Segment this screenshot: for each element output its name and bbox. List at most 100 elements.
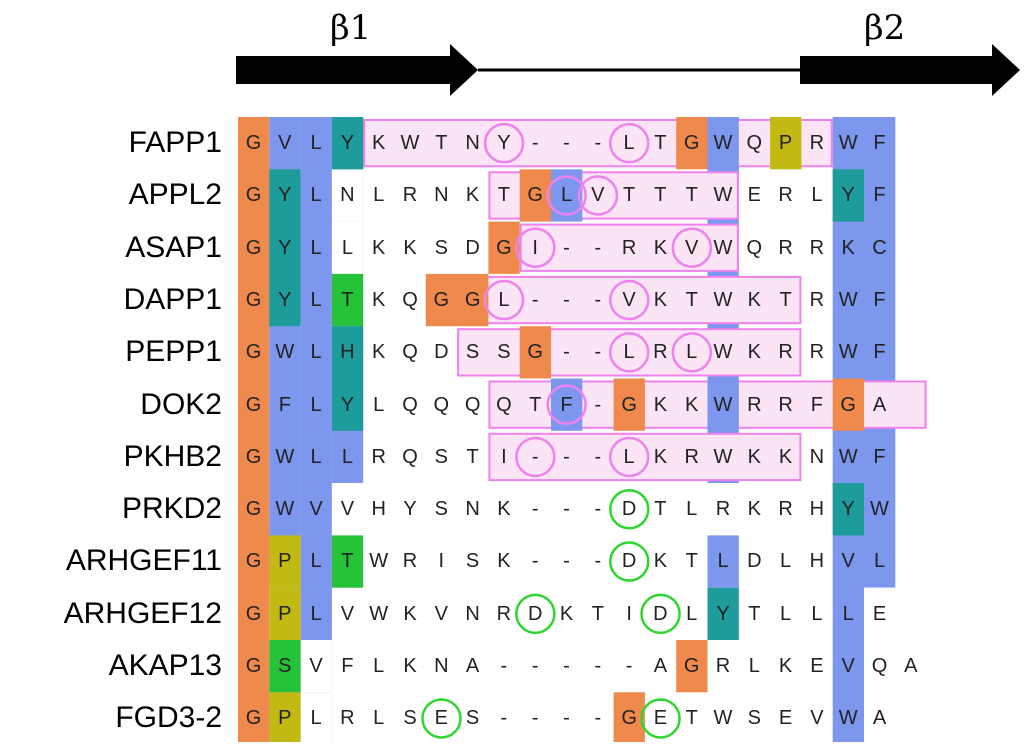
residue-cell-colored [519,326,551,379]
residue: W [275,445,295,468]
residue: K [653,550,668,573]
residue-cell-colored [269,273,301,327]
residue-circle-green [609,489,650,530]
residue: L [780,550,792,573]
residue-circle-pink [671,227,713,268]
residue: - [531,445,539,468]
residue: L [686,341,698,364]
residue: R [778,184,793,207]
residue: L [780,602,792,625]
beta2-arrow-body [800,56,994,84]
residue: Y [278,288,292,311]
residue: W [275,498,295,521]
sequence-name: ASAP1 [125,230,222,264]
residue: Y [497,132,511,154]
residue: G [245,288,262,311]
residue: D [465,236,480,259]
residue-circle-pink [609,436,650,478]
residue: S [434,498,448,521]
residue-circle-pink [671,332,713,373]
residue: Q [496,393,512,416]
residue: W [838,707,858,730]
residue: L [373,707,385,730]
residue-circle-pink [546,384,587,425]
residue-cell-colored [331,326,364,379]
residue: - [531,498,539,521]
cell-blank [331,483,364,536]
residue: W [870,498,889,521]
residue: L [811,184,823,207]
residue: G [683,132,700,154]
residue: W [838,288,858,311]
residue: S [497,341,511,364]
residue: W [838,132,858,154]
residue: T [685,707,698,730]
residue: S [465,550,480,573]
residue-cell-colored [269,587,301,640]
residue-circle-green [640,698,681,739]
residue-cell-colored [770,117,802,170]
residue-cell-colored [613,692,645,742]
residue: K [685,393,699,416]
residue: R [621,236,637,259]
residue: Y [278,236,292,259]
residue: F [278,393,291,416]
residue-cell-colored [832,483,864,536]
residue-circle-pink [546,175,587,216]
residue: L [623,341,635,364]
residue: G [527,341,543,364]
residue: N [434,655,449,677]
residue: K [747,445,761,468]
residue: E [653,707,668,730]
residue: R [653,341,668,364]
residue: L [748,655,760,677]
cell-blank [707,483,739,536]
residue: S [465,341,480,364]
residue: G [245,655,262,677]
residue: - [563,498,570,521]
residue: W [275,341,295,364]
residue: F [810,393,823,416]
residue: G [245,498,262,521]
residue-circle-pink [483,279,525,321]
residue: L [310,550,322,573]
residue: - [563,341,570,364]
residue: T [622,184,636,207]
residue: W [713,341,733,364]
residue: R [809,236,825,259]
residue: F [560,393,573,416]
residue: C [872,236,887,259]
residue: I [501,445,507,468]
residue: R [747,393,762,416]
residue: G [496,236,512,259]
residue: V [340,498,355,521]
residue-cell-colored [269,169,301,222]
sequence-name: PEPP1 [125,335,222,369]
residue: T [779,288,792,311]
residue: Y [340,393,355,416]
residue: L [341,445,353,468]
residue: F [873,132,886,154]
residue: K [559,602,574,625]
residue-cell-colored [331,273,364,327]
residue: - [531,550,539,573]
residue: Q [402,341,418,364]
residue: D [527,602,543,625]
residue: L [373,393,385,416]
residue: - [625,655,633,677]
cell-blank [864,640,896,693]
beta2-arrow-head [992,44,1020,96]
residue-cell-colored [707,117,739,170]
residue: G [245,550,262,573]
residue: S [403,707,417,730]
residue: G [433,288,450,311]
residue-circle-green [640,593,681,635]
cell-blank [864,587,896,640]
residue: I [532,236,538,259]
residue: T [748,602,761,625]
residue-circle-green [421,698,462,739]
residue: - [500,707,508,730]
residue: F [873,184,886,207]
residue: K [372,288,386,311]
